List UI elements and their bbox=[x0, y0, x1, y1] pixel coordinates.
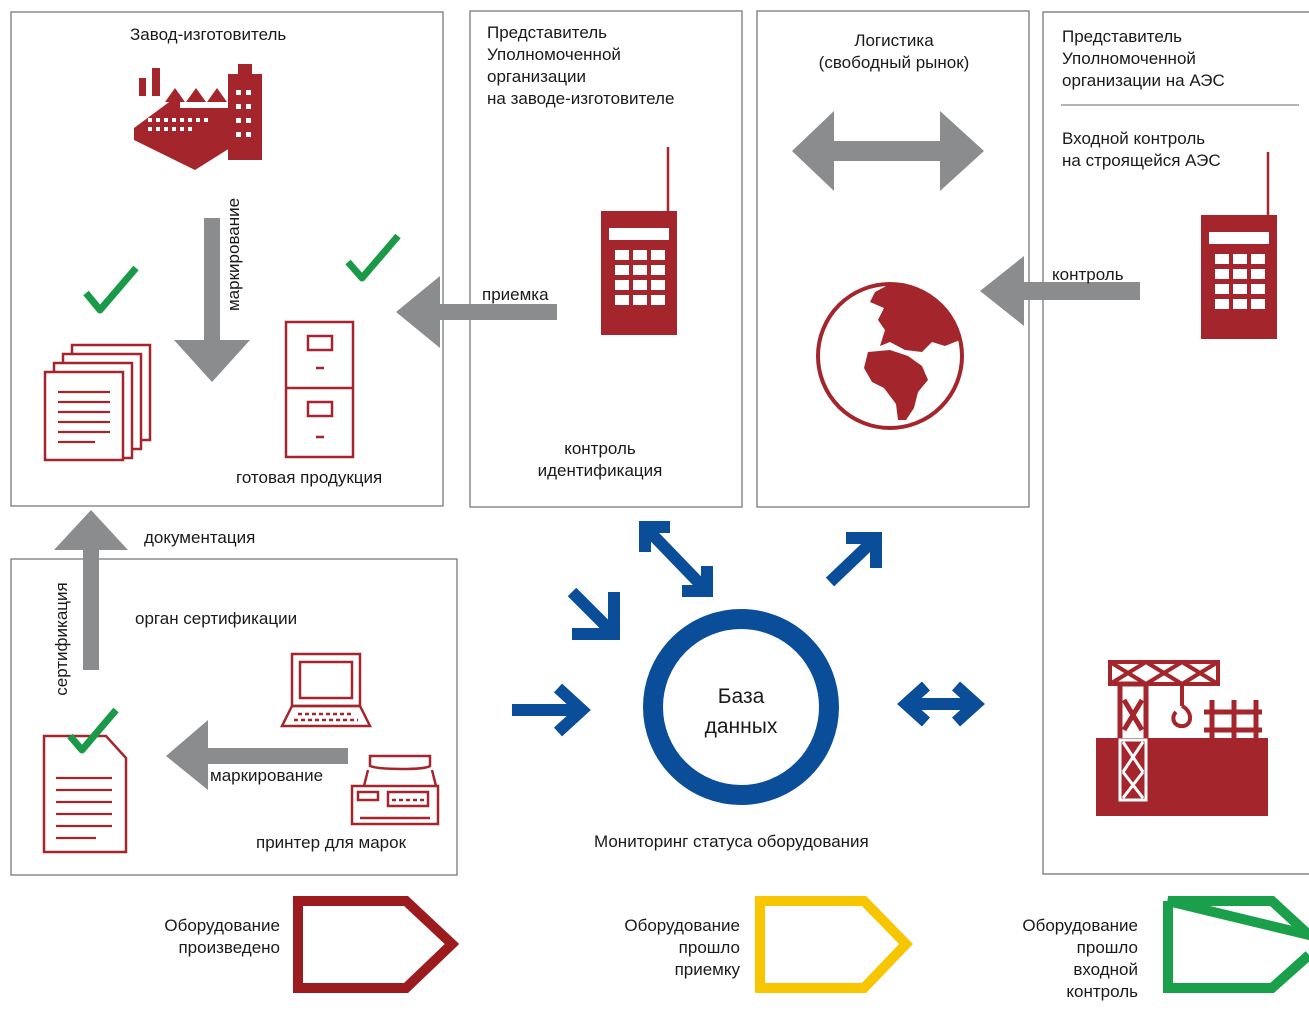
check-certificate-icon bbox=[67, 707, 119, 754]
representative-title-line: организации bbox=[487, 67, 587, 86]
blue-arrow-bidirectional-up bbox=[639, 521, 713, 597]
documentation-label: документация bbox=[144, 528, 256, 547]
cabinet-icon bbox=[284, 320, 355, 459]
status-line: Оборудование bbox=[164, 916, 280, 935]
status-line: приемку bbox=[674, 960, 740, 979]
check-products-icon bbox=[345, 233, 401, 282]
status-line: контроль bbox=[1066, 982, 1138, 1001]
acceptance-arrow bbox=[396, 276, 557, 348]
database-ring bbox=[643, 609, 839, 805]
certification-body-title: орган сертификации bbox=[135, 609, 298, 628]
status-accepted-shape bbox=[755, 896, 913, 993]
status-produced-shape bbox=[293, 896, 460, 993]
computer-icon bbox=[279, 652, 373, 728]
control-arrow bbox=[980, 256, 1140, 326]
npp-title-line: организации на АЭС bbox=[1062, 71, 1225, 90]
blue-arrow-diagonal-out bbox=[825, 532, 882, 587]
blue-arrow-horizontal-double bbox=[897, 681, 985, 727]
status-produced-label: Оборудование произведено bbox=[120, 915, 280, 959]
certification-vertical-label: сертификация bbox=[52, 582, 71, 696]
logistics-box bbox=[756, 10, 1030, 508]
construction-site-icon bbox=[1096, 660, 1268, 816]
marking-down-arrow bbox=[174, 218, 250, 382]
handheld-reader-npp-icon bbox=[1201, 152, 1277, 339]
check-documents-icon bbox=[83, 265, 139, 314]
status-line: Оборудование bbox=[1022, 916, 1138, 935]
npp-title: Представитель Уполномоченной организации… bbox=[1062, 26, 1225, 92]
npp-title-line: Представитель bbox=[1062, 27, 1183, 46]
representative-box bbox=[469, 10, 743, 508]
npp-title-line: Уполномоченной bbox=[1062, 49, 1196, 68]
identification-line: идентификация bbox=[537, 461, 663, 480]
printer-icon bbox=[350, 754, 440, 826]
npp-box bbox=[1042, 11, 1309, 875]
logistics-title-line: (свободный рынок) bbox=[818, 53, 970, 72]
incoming-control-line: на строящейся АЭС bbox=[1062, 151, 1221, 170]
manufacturer-box bbox=[10, 11, 444, 507]
marking-vertical-label: маркирование bbox=[224, 197, 243, 311]
database-line-2: данных bbox=[704, 715, 778, 738]
certificate-document-icon bbox=[42, 734, 128, 854]
database-label: База данных bbox=[691, 682, 791, 742]
status-line: произведено bbox=[178, 938, 280, 957]
representative-title: Представитель Уполномоченной организации… bbox=[487, 22, 674, 110]
certification-box bbox=[10, 558, 458, 876]
status-inspected-label: Оборудование прошло входной контроль bbox=[980, 915, 1138, 1003]
factory-icon bbox=[134, 64, 262, 170]
logistics-double-arrow bbox=[792, 111, 984, 191]
printer-label: принтер для марок bbox=[256, 833, 407, 852]
blue-arrow-right-in bbox=[512, 683, 591, 737]
status-line: входной bbox=[1073, 960, 1138, 979]
status-inspected-shape bbox=[1166, 896, 1309, 941]
manufacturer-title: Завод-изготовитель bbox=[130, 25, 287, 44]
incoming-control-line: Входной контроль bbox=[1062, 129, 1206, 148]
blue-arrows bbox=[512, 521, 985, 737]
finished-products-label: готовая продукция bbox=[236, 468, 383, 487]
acceptance-label: приемка bbox=[482, 285, 549, 304]
logistics-title-line: Логистика bbox=[854, 31, 934, 50]
certification-up-arrow bbox=[54, 510, 128, 670]
marking-left-arrow bbox=[166, 720, 348, 790]
status-line: прошло bbox=[678, 938, 740, 957]
control-line: контроль bbox=[564, 439, 636, 458]
control-identification-label: контроль идентификация bbox=[530, 438, 670, 482]
representative-title-line: Представитель bbox=[487, 23, 608, 42]
status-line: Оборудование bbox=[624, 916, 740, 935]
status-accepted-label: Оборудование прошло приемку bbox=[580, 915, 740, 981]
documents-lines-icon bbox=[58, 390, 110, 444]
globe-icon bbox=[816, 282, 964, 430]
database-line-1: База bbox=[717, 685, 765, 708]
handheld-reader-icon bbox=[601, 147, 677, 335]
control-arrow-label: контроль bbox=[1052, 265, 1124, 284]
marking-bottom-label: маркирование bbox=[210, 766, 324, 785]
monitoring-caption: Мониторинг статуса оборудования bbox=[594, 832, 869, 851]
representative-title-line: Уполномоченной bbox=[487, 45, 621, 64]
representative-title-line: на заводе-изготовителе bbox=[487, 89, 675, 108]
incoming-control-label: Входной контроль на строящейся АЭС bbox=[1062, 128, 1221, 172]
blue-arrow-diagonal-in bbox=[567, 587, 620, 640]
status-line: прошло bbox=[1076, 938, 1138, 957]
logistics-title: Логистика (свободный рынок) bbox=[760, 30, 1028, 74]
status-inspected-shape-lower bbox=[1163, 901, 1309, 993]
